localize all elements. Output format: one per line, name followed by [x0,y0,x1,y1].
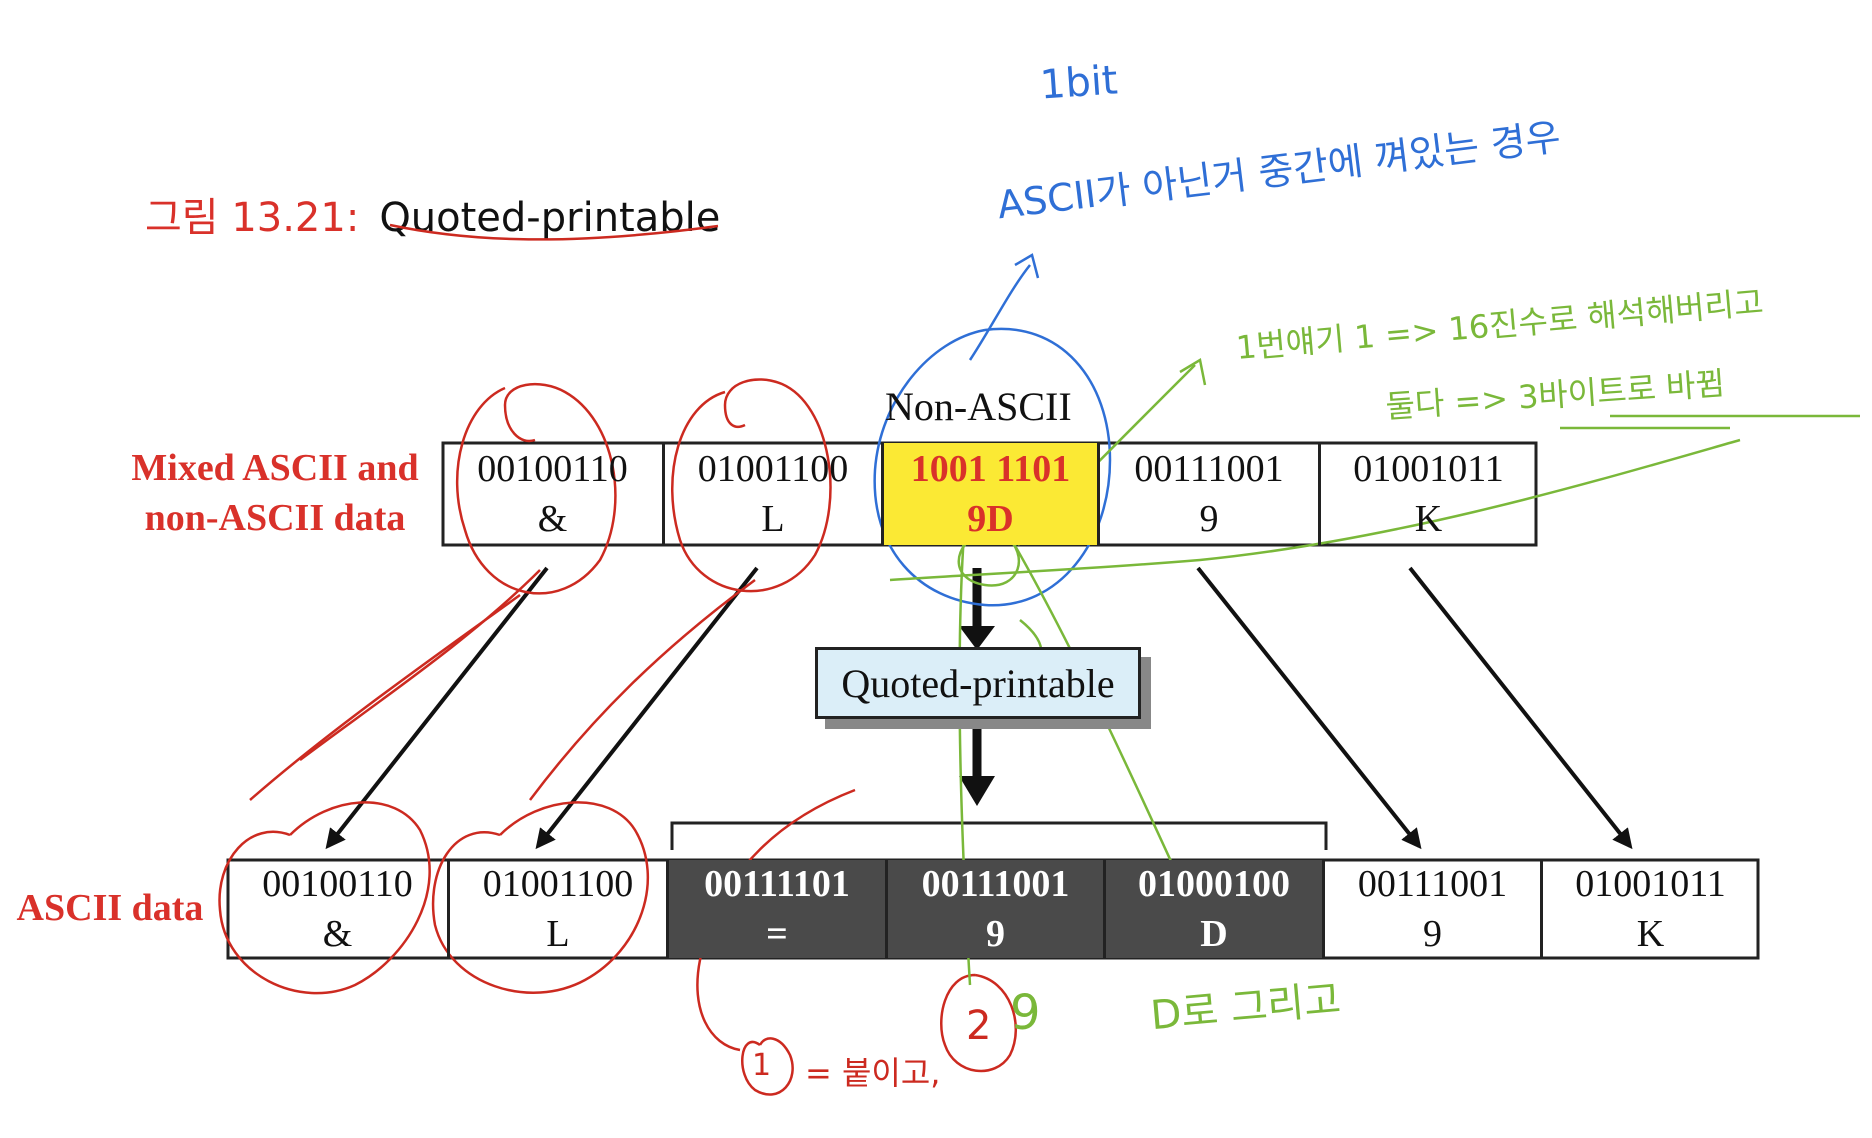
bottom-cell-l: 01001100 L [447,860,666,958]
bottom-cell-bits: 00111001 [1357,863,1508,905]
top-cell-nine: 00111001 9 [1100,443,1318,545]
green-leader-up-head [1179,358,1207,386]
top-cell-non-ascii: 1001 1101 9D [881,443,1100,545]
top-row-label-line2: non-ASCII data [144,497,406,539]
non-ascii-label: Non-ASCII [885,384,1072,429]
top-cell-char: K [1414,498,1443,540]
top-cell-bits: 1001 1101 [910,448,1071,490]
circle-bottom-ampersand [218,801,431,995]
top-cell-char: & [537,498,568,540]
arrow-ampersand [325,566,549,850]
blue-arrow-shaft [968,264,1031,361]
circle-top-l [671,378,832,593]
top-cell-bits: 00111001 [1134,448,1284,490]
bottom-cell-bits: 00111101 [704,863,850,905]
bottom-cell-bits: 01001011 [1575,863,1726,905]
top-row-label: Mixed ASCII and non-ASCII data [115,443,435,543]
top-cell-k: 01001011 K [1318,443,1536,545]
bottom-cell-bits: 00111001 [921,863,1070,905]
red-note-one: = 붙이고, [805,1054,941,1092]
blue-note-1bit: 1bit [1038,57,1120,109]
arrow-k [1408,566,1633,850]
top-cell-ampersand: 00100110 & [443,443,662,545]
top-row-label-line1: Mixed ASCII and [131,447,419,489]
title-underline [389,223,719,241]
center-arrow-bottom-head [959,776,995,806]
top-cell-bits: 01001100 [697,448,849,490]
blue-circle-non-ascii [873,327,1112,607]
stroke-c [529,578,756,801]
bottom-cell-char: L [546,913,570,955]
triplet-bracket [670,821,1328,850]
arrow-l [535,566,759,850]
top-cell-char: L [761,498,785,540]
center-arrow-top-head [959,626,995,650]
marker-circle-one [741,1037,794,1096]
bottom-cell-hex-d: 01000100 D [1103,860,1322,958]
marker-circle-two [940,973,1018,1073]
bottom-cell-char: 9 [1423,913,1442,955]
bottom-cell-char: & [322,913,353,955]
bottom-cell-nine: 00111001 9 [1322,860,1540,958]
green-note-nine: 9 [1010,985,1041,1041]
bottom-row-label: ASCII data [16,887,204,929]
bottom-cell-bits: 00100110 [262,863,413,905]
top-cell-char: 9 [1199,498,1219,540]
red-marker-one: 1 [752,1048,772,1083]
bottom-cell-equals: 00111101 = [666,860,885,958]
bottom-cell-char: D [1200,913,1228,955]
bottom-cell-hex-nine: 00111001 9 [885,860,1103,958]
bottom-cell-bits: 01000100 [1138,863,1290,905]
bottom-cell-ampersand: 00100110 & [228,860,447,958]
bottom-cell-char: = [766,913,788,955]
top-cell-char: 9D [967,498,1014,540]
blue-ink-annotations [873,253,1112,607]
top-cell-bits: 00100110 [477,448,628,490]
stroke-a [299,569,541,762]
bottom-cell-k: 01001011 K [1540,860,1758,958]
figure-number: 그림 13.21: [145,195,360,241]
top-cell-bits: 01001011 [1353,448,1504,490]
bottom-cell-char: K [1636,913,1665,955]
top-cell-l: 01001100 L [662,443,881,545]
stroke-b [249,593,521,801]
circle-bottom-l [431,801,650,994]
arrow-nine [1196,566,1422,850]
blue-arrow-head [1014,253,1040,279]
bottom-cell-bits: 01001100 [482,863,634,905]
red-marker-two: 2 [966,1003,992,1049]
green-leader-long [889,438,1741,582]
quoted-printable-box: Quoted-printable [815,647,1141,719]
bottom-cell-char: 9 [986,913,1005,955]
circle-top-ampersand [455,382,617,595]
green-squiggle [957,528,1021,587]
